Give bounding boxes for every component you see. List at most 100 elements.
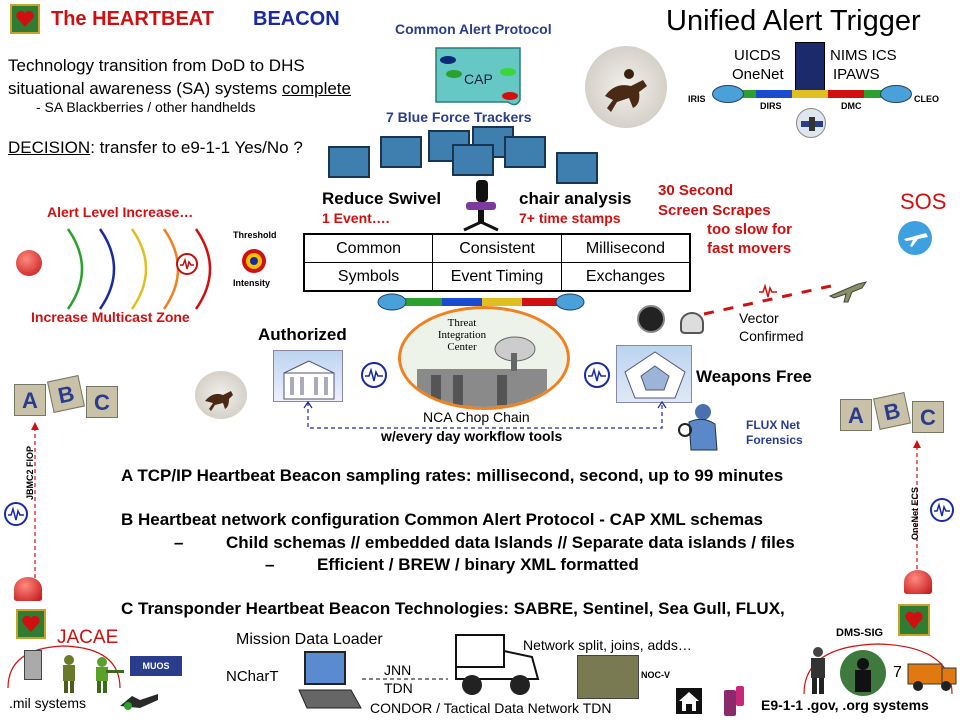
police-officer-icon	[806, 646, 830, 696]
dish-antenna-icon	[680, 312, 704, 334]
siren-icon	[14, 577, 42, 601]
detective-icon	[675, 400, 725, 456]
nims-ics-label: NIMS ICS	[830, 47, 897, 64]
center-bus	[377, 293, 585, 311]
blue-force-trackers-label: 7 Blue Force Trackers	[386, 109, 532, 125]
jnn-label: JNN	[384, 662, 412, 678]
radar-icon	[637, 305, 665, 333]
multicast-zone-label: Increase Multicast Zone	[31, 309, 190, 325]
intensity-label: Intensity	[233, 278, 271, 288]
abc-blocks-right: A B C	[840, 392, 946, 435]
vector-dash-line	[703, 282, 841, 316]
block-b: B	[47, 375, 85, 413]
horse-rider-icon	[195, 371, 247, 419]
block-b: B	[873, 392, 911, 430]
heart-logo-icon	[10, 4, 40, 34]
block-a: A	[14, 384, 46, 416]
bullet-b: B Heartbeat network configuration Common…	[121, 510, 764, 529]
title-beacon: BEACON	[253, 8, 340, 30]
pentagon-icon	[616, 345, 692, 403]
time-stamps-label: 7+ time stamps	[519, 210, 621, 226]
table-cell: Common	[303, 233, 434, 263]
scrape-line-3: too slow for	[707, 221, 792, 238]
authorized-label: Authorized	[258, 325, 347, 344]
radio-device-icon	[24, 650, 42, 680]
cap-protocol-label: Common Alert Protocol	[395, 21, 552, 37]
tdn-dash-line	[362, 678, 448, 680]
page-title: Unified Alert Trigger	[666, 5, 921, 37]
bullet-c: C Transponder Heartbeat Beacon Technolog…	[121, 599, 785, 618]
transition-line-2: situational awareness (SA) systems compl…	[8, 79, 351, 98]
cap-label: CAP	[464, 71, 493, 87]
nca-chop-chain-line	[303, 400, 667, 429]
cap-scroll-icon	[435, 47, 521, 106]
threshold-label: Threshold	[233, 230, 277, 240]
laptop-icon	[295, 650, 367, 712]
heartbeat-signal-icon	[361, 362, 387, 388]
target-intensity-icon	[242, 249, 266, 273]
fire-truck-icon	[906, 654, 958, 694]
router-cleo-icon	[880, 85, 912, 103]
mil-systems-label: .mil systems	[9, 695, 86, 711]
scrape-line-1: 30 Second	[658, 182, 734, 199]
scrape-line-4: fast movers	[707, 240, 792, 257]
weapons-free-label: Weapons Free	[696, 367, 812, 386]
firefighter-icon	[840, 650, 886, 696]
table-cell: Exchanges	[560, 262, 691, 292]
siren-icon	[16, 250, 42, 276]
swivel-chair-icon	[463, 180, 499, 232]
iris-label: IRIS	[688, 94, 706, 104]
right-vertical-arrow	[913, 440, 921, 576]
nca-chop-chain-label: NCA Chop Chain	[423, 409, 530, 425]
threat-integration-center-icon	[398, 306, 570, 410]
alert-arcs	[66, 228, 212, 310]
bullet-a: A TCP/IP Heartbeat Beacon sampling rates…	[121, 466, 784, 485]
onenet-label: OneNet	[732, 66, 784, 83]
sos-plane-icon	[898, 221, 932, 255]
rack-server-icon	[795, 42, 825, 98]
abc-blocks-left: A B C	[14, 375, 120, 418]
horse-rider-icon	[585, 46, 667, 128]
onenet-ecs-label: OneNet ECS	[910, 486, 920, 540]
jacae-label: JACAE	[57, 627, 119, 648]
condor-label: CONDOR / Tactical Data Network TDN	[370, 700, 612, 716]
heartbeat-signal-icon	[584, 362, 610, 388]
cellphone-icon	[720, 684, 746, 718]
attributes-table: Common Consistent Millisecond Symbols Ev…	[303, 233, 691, 292]
vector-label: Vector	[739, 310, 779, 326]
heart-logo-icon	[898, 604, 930, 636]
title-heartbeat: The HEARTBEAT	[51, 8, 214, 30]
scrape-line-2: Screen Scrapes	[658, 202, 771, 219]
white-house-icon	[273, 350, 343, 402]
confirmed-label: Confirmed	[739, 328, 804, 344]
transition-line-3: - SA Blackberries / other handhelds	[36, 99, 256, 115]
ncharT-label: NCharT	[226, 668, 279, 685]
heartbeat-signal-icon	[176, 253, 198, 275]
table-cell: Event Timing	[432, 262, 562, 292]
noc-v-label: NOC-V	[641, 670, 670, 680]
table-cell: Symbols	[303, 262, 434, 292]
router-iris-icon	[712, 85, 744, 103]
soldier-icon	[58, 654, 80, 694]
reduce-swivel-label: Reduce Swivel	[322, 189, 442, 208]
chair-analysis-label: chair analysis	[519, 189, 632, 208]
workflow-tools-label: w/every day workflow tools	[381, 428, 563, 444]
muos-label: MUOS	[130, 656, 182, 676]
e911-systems-label: E9-1-1 .gov, .org systems	[761, 697, 929, 713]
fighter-jet-icon	[828, 281, 868, 303]
network-split-label: Network split, joins, adds…	[523, 637, 692, 653]
mission-data-loader-label: Mission Data Loader	[236, 631, 383, 648]
sos-label: SOS	[900, 189, 947, 214]
home-icon	[676, 688, 702, 714]
handheld-icon	[118, 690, 160, 712]
bullet-b-sub-2: –Efficient / BREW / binary XML formatted	[265, 555, 639, 574]
heartbeat-signal-icon	[4, 502, 28, 526]
uicds-label: UICDS	[734, 47, 781, 64]
armored-vehicle-icon	[577, 655, 639, 699]
bullet-b-sub-1: –Child schemas // embedded data Islands …	[174, 533, 795, 552]
heartbeat-signal-icon	[757, 282, 779, 300]
dirs-label: DIRS	[760, 101, 782, 111]
block-a: A	[840, 399, 872, 431]
siren-icon	[904, 570, 932, 594]
